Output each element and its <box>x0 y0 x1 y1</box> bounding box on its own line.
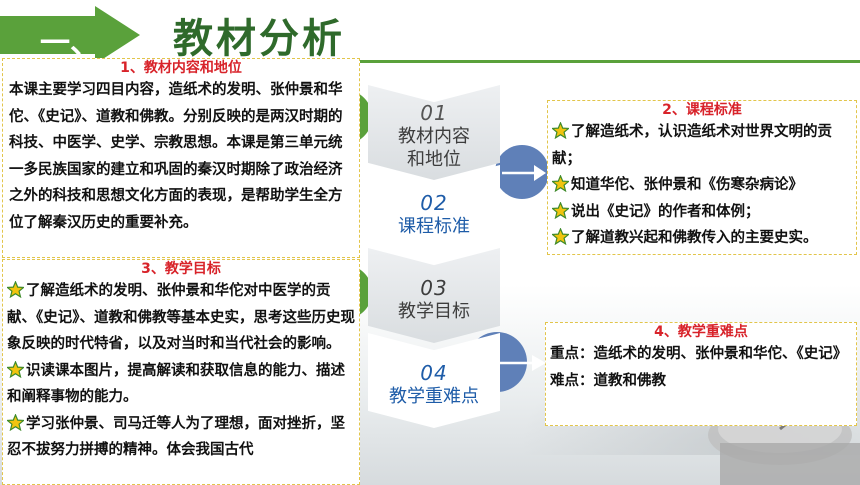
banner-arrow-icon <box>0 6 140 64</box>
section-content-position: 1、教材内容和地位 本课主要学习四目内容，造纸术的发明、张仲景和华佗、《史记》、… <box>2 58 360 258</box>
standard-item: 知道华佗、张仲景和《伤寒杂病论》 <box>552 172 852 199</box>
star-icon <box>7 281 24 298</box>
key-point: 重点：造纸术的发明、张仲景和华佗、《史记》 <box>550 346 848 362</box>
nav-number: 01 <box>420 101 448 125</box>
page-title: 教材分析 <box>173 16 345 62</box>
star-icon <box>7 413 24 431</box>
standard-text: 了解造纸术，认识造纸术对世界文明的贡献； <box>552 124 832 167</box>
goal-item: 识读课本图片，提高解读和获取信息的能力、描述和阐释事物的能力。 <box>7 358 355 411</box>
standard-text: 了解道教兴起和佛教传入的主要史实。 <box>571 230 818 246</box>
section-title: 3、教学目标 <box>141 261 221 277</box>
standard-item: 了解造纸术，认识造纸术对世界文明的贡献； <box>552 119 852 172</box>
goal-text: 了解造纸术的发明、张仲景和华佗对中医学的贡献、《史记》、道教和佛教等基本史实，思… <box>7 283 355 352</box>
standard-text: 知道华佗、张仲景和《伤寒杂病论》 <box>571 177 803 193</box>
section-teaching-goals: 3、教学目标 了解造纸术的发明、张仲景和华佗对中医学的贡献、《史记》、道教和佛教… <box>2 259 360 485</box>
standard-text: 说出《史记》的作者和体例； <box>571 203 760 220</box>
star-icon <box>552 201 569 219</box>
right-arrow-icon <box>502 165 546 181</box>
star-icon <box>552 228 569 245</box>
nav-label: 课程标准 <box>398 216 470 237</box>
nav-item-content-position[interactable]: 01 教材内容和地位 <box>368 85 500 180</box>
section-number: 一、 <box>40 26 100 61</box>
goal-text: 学习张仲景、司马迁等人为了理想，面对挫折，坚忍不拔努力拼搏的精神。体会我国古代 <box>7 415 345 459</box>
nav-label: 和地位 <box>407 149 461 170</box>
goal-item: 了解造纸术的发明、张仲景和华佗对中医学的贡献、《史记》、道教和佛教等基本史实，思… <box>7 278 355 358</box>
nav-label: 教材内容 <box>398 126 470 147</box>
standard-item: 了解道教兴起和佛教传入的主要史实。 <box>552 225 852 252</box>
standard-item: 说出《史记》的作者和体例； <box>552 199 852 226</box>
section-title: 2、课程标准 <box>662 102 742 118</box>
header-divider <box>140 60 860 63</box>
nav-label: 教学重难点 <box>389 386 479 407</box>
nav-number: 04 <box>420 361 448 385</box>
section-title: 4、教学重难点 <box>654 324 748 340</box>
nav-number: 02 <box>420 191 448 215</box>
star-icon <box>552 122 569 139</box>
nav-number: 03 <box>420 276 448 300</box>
nav-item-teaching-goals[interactable]: 03 教学目标 <box>368 248 500 343</box>
star-icon <box>7 360 24 378</box>
difficult-point: 难点：道教和佛教 <box>550 373 666 389</box>
goal-text: 识读课本图片，提高解读和获取信息的能力、描述和阐释事物的能力。 <box>7 362 345 406</box>
goal-item: 学习张仲景、司马迁等人为了理想，面对挫折，坚忍不拔努力拼搏的精神。体会我国古代 <box>7 411 355 464</box>
section-body: 本课主要学习四目内容，造纸术的发明、张仲景和华佗、《史记》、道教和佛教。分别反映… <box>9 82 343 231</box>
section-curriculum-standard: 2、课程标准 了解造纸术，认识造纸术对世界文明的贡献； 知道华佗、张仲景和《伤寒… <box>547 100 857 255</box>
section-title: 1、教材内容和地位 <box>120 60 242 76</box>
section-key-difficult-points: 4、教学重难点 重点：造纸术的发明、张仲景和华佗、《史记》 难点：道教和佛教 <box>545 322 857 426</box>
section-navigation: 01 教材内容和地位 02 课程标准 03 教学目标 04 教学重难点 <box>368 85 500 428</box>
nav-item-key-points[interactable]: 04 教学重难点 <box>368 333 500 428</box>
nav-label: 教学目标 <box>398 301 470 322</box>
star-icon <box>552 175 569 192</box>
